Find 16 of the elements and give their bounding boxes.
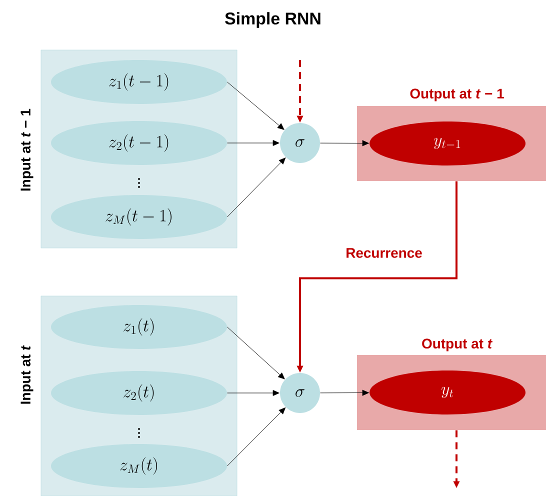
arrow — [226, 82, 284, 130]
edge-label: Recurrence — [346, 248, 422, 258]
arrow — [320, 140, 369, 146]
arrow — [226, 408, 286, 466]
arrow — [226, 158, 286, 218]
panel-heading: Output at t − 1 — [410, 88, 504, 102]
panel-heading: Output at t — [422, 338, 492, 352]
vertical-ellipsis: $\vdots$ — [138, 178, 140, 188]
vertical-ellipsis: $\vdots$ — [138, 428, 140, 438]
arrow — [226, 390, 280, 396]
arrow — [226, 140, 280, 146]
panel-heading: Input at t — [20, 345, 34, 404]
arrow — [320, 390, 369, 396]
title: Simple RNN — [225, 12, 320, 28]
panel-heading: Input at t − 1 — [20, 108, 34, 191]
arrow — [226, 326, 285, 380]
